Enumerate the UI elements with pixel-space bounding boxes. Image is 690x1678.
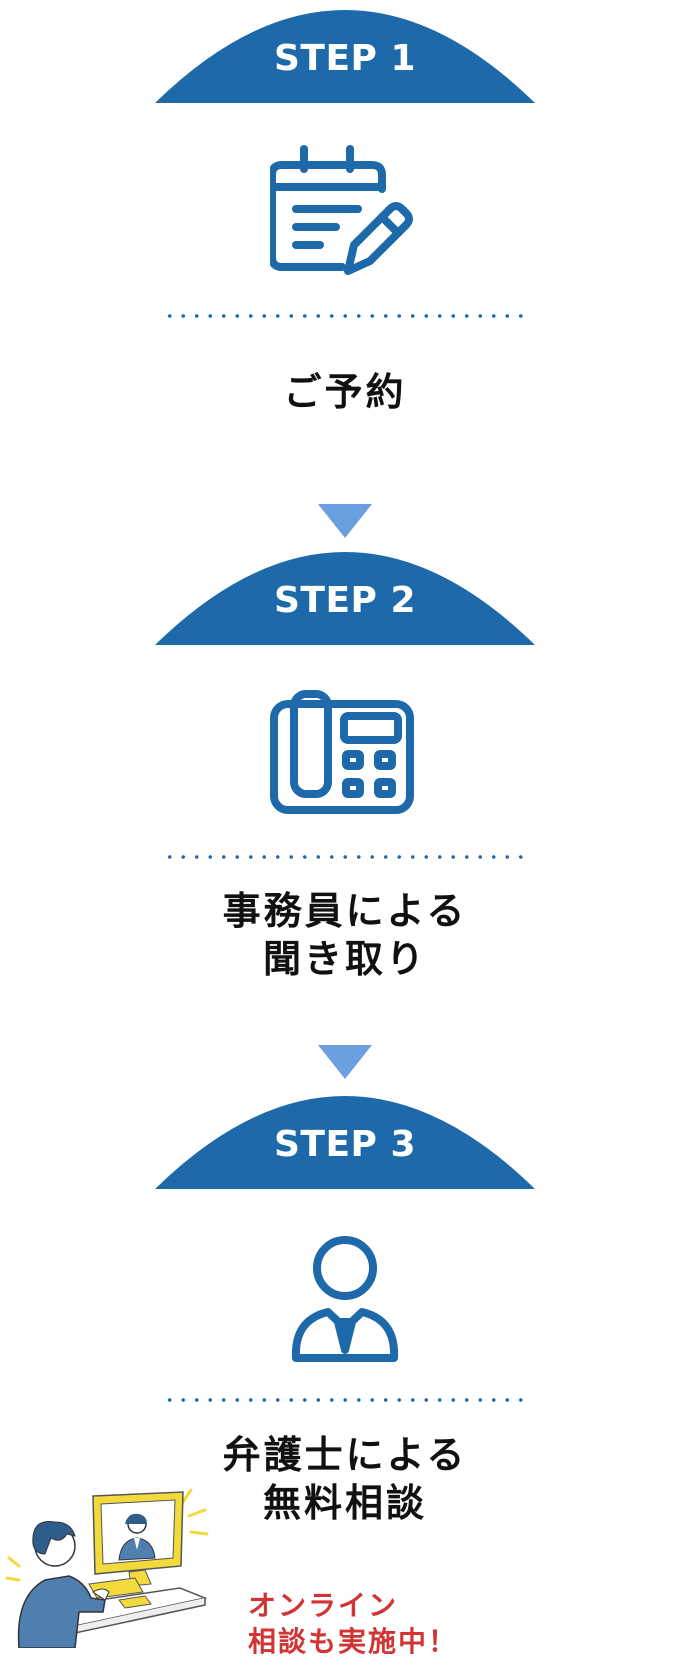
office-phone-icon — [270, 690, 414, 814]
step-1-header-shape — [155, 10, 535, 103]
step-3-label: STEP 3 — [273, 1124, 417, 1165]
step-3-header-shape — [155, 1096, 535, 1189]
down-arrow-icon — [318, 504, 372, 538]
step-3-title: 弁護士による 無料相談 — [0, 1431, 690, 1527]
step-2-label: STEP 2 — [273, 580, 417, 621]
step-2-title: 事務員による 聞き取り — [0, 887, 690, 983]
lawyer-person-icon — [291, 1236, 399, 1362]
step-1-label: STEP 1 — [273, 38, 417, 79]
step-2-divider — [163, 855, 529, 859]
step-3-title-line-2: 無料相談 — [262, 1481, 427, 1525]
calendar-edit-icon — [270, 145, 413, 275]
step-2-title-line-2: 聞き取り — [262, 937, 427, 981]
step-2-header-shape — [155, 552, 535, 645]
step-1-title-line-1: ご予約 — [283, 370, 407, 414]
step-1-divider — [163, 314, 529, 318]
step-3-title-line-1: 弁護士による — [222, 1433, 468, 1477]
online-consultation-illustration — [5, 1488, 209, 1648]
online-note-line-1: オンライン — [248, 1589, 399, 1622]
step-3-divider — [163, 1398, 529, 1402]
down-arrow-icon — [318, 1045, 372, 1079]
step-1-title: ご予約 — [0, 368, 690, 416]
online-consultation-note: オンライン 相談も実施中！ — [248, 1588, 458, 1660]
step-2-title-line-1: 事務員による — [222, 889, 468, 933]
online-note-line-2: 相談も実施中！ — [248, 1625, 459, 1658]
